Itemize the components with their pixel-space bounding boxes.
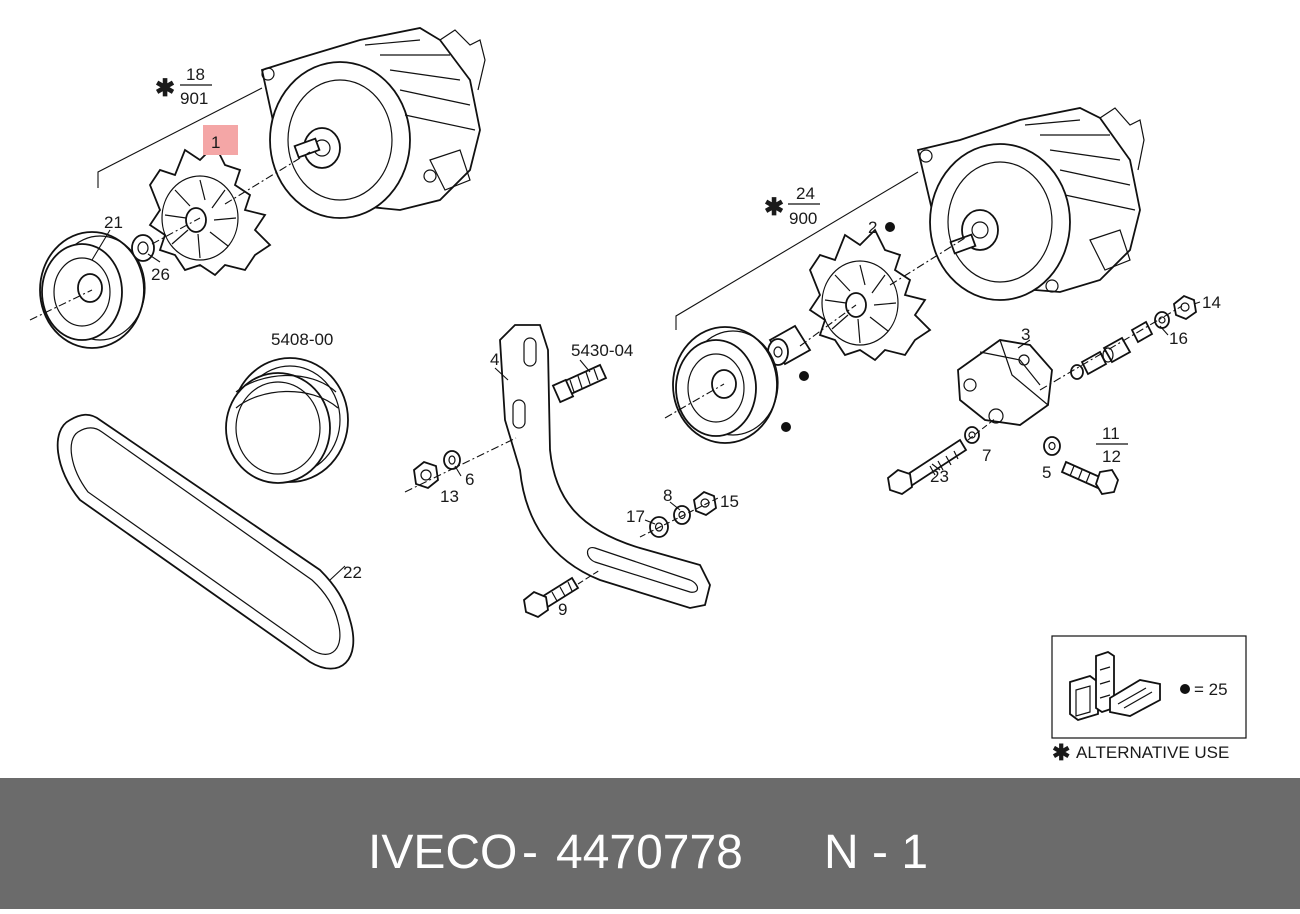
callout-23: 23 [930, 467, 949, 486]
asterisk-icon: ✱ [155, 75, 175, 102]
callout-21: 21 [104, 213, 123, 232]
fraction-top: 11 [1102, 424, 1120, 443]
alternator-upper[interactable] [260, 27, 486, 219]
callout-9: 9 [558, 600, 567, 619]
kit-dot-icon [1180, 684, 1190, 694]
stud-5430-04[interactable] [551, 363, 608, 404]
callout-26: 26 [151, 265, 170, 284]
bolt-11-12[interactable] [1060, 460, 1119, 495]
sleeve-right[interactable] [1080, 350, 1108, 376]
nut-15[interactable] [693, 490, 717, 517]
pulley-5408-00[interactable] [225, 357, 349, 484]
callout-17: 17 [626, 507, 645, 526]
nut-14[interactable] [1173, 294, 1197, 321]
callout-1: 1 [211, 133, 220, 152]
callout-6: 6 [465, 470, 474, 489]
footer-bar [0, 778, 1300, 909]
fan-impeller-lower[interactable] [808, 228, 932, 362]
bolt-9[interactable] [523, 576, 580, 619]
footer-part-number: 4470778 [556, 826, 743, 879]
callout-2: 2 [868, 218, 877, 237]
callout-15: 15 [720, 492, 739, 511]
sleeve-16[interactable] [1130, 320, 1154, 344]
washer-right-small[interactable] [1070, 364, 1084, 380]
alternator-lower[interactable] [916, 107, 1145, 301]
callout-7: 7 [982, 446, 991, 465]
alternative-use-label: ALTERNATIVE USE [1076, 743, 1229, 762]
fan-impeller-upper[interactable] [148, 143, 272, 277]
pulley-21[interactable] [39, 231, 146, 349]
pulley-lower[interactable] [672, 326, 779, 444]
v-belt-22[interactable] [56, 413, 355, 670]
kit-dot-spacer [799, 371, 809, 381]
callout-5430-04: 5430-04 [571, 341, 633, 360]
callout-22: 22 [343, 563, 362, 582]
nut-13[interactable] [413, 460, 439, 490]
bolt-23[interactable] [887, 438, 968, 495]
highlight-marker [203, 125, 238, 155]
kit-legend: = 25 [1051, 635, 1247, 739]
footer-brand: IVECO [368, 826, 517, 879]
asterisk-icon: ✱ [1052, 740, 1070, 765]
alternative-ref-lower: ✱ 24 900 [764, 184, 820, 228]
callout-3: 3 [1021, 325, 1030, 344]
callout-5: 5 [1042, 463, 1051, 482]
fraction-bottom: 900 [789, 209, 817, 228]
bracket-4[interactable] [499, 324, 711, 609]
fraction-top: 24 [796, 184, 815, 203]
spacer-bushing[interactable] [767, 324, 812, 366]
callout-14: 14 [1202, 293, 1221, 312]
bushing-right[interactable] [1102, 336, 1132, 364]
washer-6[interactable] [443, 450, 461, 470]
footer-position-code: N - 1 [824, 826, 928, 879]
callout-8: 8 [663, 486, 672, 505]
washer-26[interactable] [131, 234, 155, 262]
washer-5[interactable] [1043, 436, 1061, 456]
alternative-ref-upper: ✱ 18 901 [155, 65, 212, 108]
kit-ref: = 25 [1194, 680, 1228, 699]
callout-5408-00: 5408-00 [271, 330, 333, 349]
washer-7[interactable] [964, 426, 980, 444]
bolt-ref-fraction: 11 12 [1096, 424, 1128, 466]
callout-13: 13 [440, 487, 459, 506]
fraction-bottom: 12 [1102, 447, 1121, 466]
washer-8[interactable] [673, 505, 691, 525]
footer-separator: - [522, 826, 538, 879]
callout-16: 16 [1169, 329, 1188, 348]
callout-4: 4 [490, 350, 499, 369]
fraction-top: 18 [186, 65, 205, 84]
kit-parts-icon [1069, 651, 1161, 721]
fraction-bottom: 901 [180, 89, 208, 108]
bracket-3[interactable] [957, 339, 1053, 426]
kit-dot-2 [885, 222, 895, 232]
kit-dot-pulley [781, 422, 791, 432]
asterisk-icon: ✱ [764, 194, 784, 221]
